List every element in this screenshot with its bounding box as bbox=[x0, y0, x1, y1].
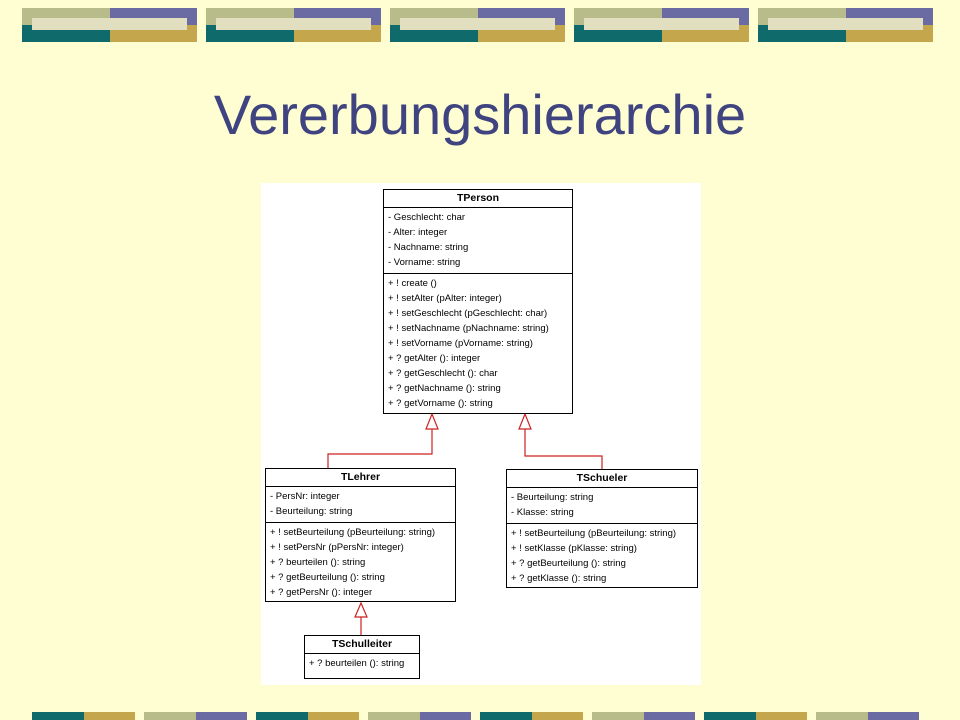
attributes-section: - PersNr: integer - Beurteilung: string bbox=[266, 487, 455, 522]
decoration-block bbox=[758, 8, 933, 42]
attribute: - Alter: integer bbox=[388, 227, 448, 238]
method: + ! setGeschlecht (pGeschlecht: char) bbox=[388, 308, 548, 319]
inheritance-arrowhead-icon bbox=[354, 601, 368, 618]
attributes-section: - Geschlecht: char - Alter: integer - Na… bbox=[384, 208, 572, 273]
method: + ! setVorname (pVorname: string) bbox=[388, 338, 533, 349]
decoration-bar bbox=[592, 712, 695, 720]
inheritance-arrowhead-icon bbox=[518, 412, 532, 430]
method: + ? beurteilen (): string bbox=[309, 658, 405, 669]
method: + ? getKlasse (): string bbox=[511, 573, 607, 584]
method: + ! setPersNr (pPersNr: integer) bbox=[270, 542, 404, 553]
method: + ! setAlter (pAlter: integer) bbox=[388, 293, 502, 304]
method: + ? getGeschlecht (): char bbox=[388, 368, 498, 379]
decoration-block bbox=[206, 8, 381, 42]
attribute: - Beurteilung: string bbox=[511, 492, 594, 503]
attribute: - Klasse: string bbox=[511, 507, 574, 518]
inheritance-edges bbox=[327, 412, 603, 635]
method: + ? getNachname (): string bbox=[388, 383, 501, 394]
attribute: - PersNr: integer bbox=[270, 491, 340, 502]
decoration-block bbox=[22, 8, 197, 42]
attribute: - Geschlecht: char bbox=[388, 212, 466, 223]
decoration-bar bbox=[256, 712, 359, 720]
attribute: - Nachname: string bbox=[388, 242, 469, 253]
method: + ? getPersNr (): integer bbox=[270, 587, 373, 598]
class-name: TPerson bbox=[384, 190, 572, 208]
decoration-block bbox=[390, 8, 565, 42]
decoration-bar bbox=[144, 712, 247, 720]
method: + ? getAlter (): integer bbox=[388, 353, 481, 364]
methods-section: + ! create () + ! setAlter (pAlter: inte… bbox=[384, 273, 572, 414]
methods-section: + ? beurteilen (): string bbox=[305, 654, 419, 674]
attributes-section: - Beurteilung: string - Klasse: string bbox=[507, 488, 697, 523]
decoration-bar bbox=[816, 712, 919, 720]
method: + ? getBeurteilung (): string bbox=[511, 558, 626, 569]
methods-section: + ! setBeurteilung (pBeurteilung: string… bbox=[507, 523, 697, 589]
method: + ! setBeurteilung (pBeurteilung: string… bbox=[270, 527, 436, 538]
method: + ? beurteilen (): string bbox=[270, 557, 366, 568]
slide-title: Vererbungshierarchie bbox=[213, 83, 747, 146]
method: + ! setKlasse (pKlasse: string) bbox=[511, 543, 637, 554]
methods-section: + ! setBeurteilung (pBeurteilung: string… bbox=[266, 522, 455, 603]
class-tschulleiter: TSchulleiter + ? beurteilen (): string bbox=[304, 635, 420, 679]
decoration-block bbox=[574, 8, 749, 42]
class-name: TSchulleiter bbox=[305, 636, 419, 654]
class-tperson: TPerson - Geschlecht: char - Alter: inte… bbox=[383, 189, 573, 414]
method: + ! setBeurteilung (pBeurteilung: string… bbox=[511, 528, 677, 539]
method: + ? getBeurteilung (): string bbox=[270, 572, 385, 583]
class-tschueler: TSchueler - Beurteilung: string - Klasse… bbox=[506, 469, 698, 588]
top-decoration bbox=[22, 8, 933, 42]
method: + ! create () bbox=[388, 278, 437, 289]
decoration-bar bbox=[32, 712, 135, 720]
inheritance-arrowhead-icon bbox=[425, 412, 439, 430]
method: + ! setNachname (pNachname: string) bbox=[388, 323, 549, 334]
decoration-bar bbox=[704, 712, 807, 720]
class-name: TSchueler bbox=[507, 470, 697, 488]
attribute: - Vorname: string bbox=[388, 257, 461, 268]
edge-tschueler-tperson bbox=[524, 429, 603, 469]
bottom-decoration bbox=[32, 712, 919, 720]
method: + ? getVorname (): string bbox=[388, 398, 493, 409]
decoration-bar bbox=[480, 712, 583, 720]
class-name: TLehrer bbox=[266, 469, 455, 487]
decoration-bar bbox=[368, 712, 471, 720]
edge-tlehrer-tperson bbox=[327, 429, 433, 468]
class-tlehrer: TLehrer - PersNr: integer - Beurteilung:… bbox=[265, 468, 456, 602]
uml-class-diagram: TPerson - Geschlecht: char - Alter: inte… bbox=[261, 183, 701, 685]
attribute: - Beurteilung: string bbox=[270, 506, 353, 517]
